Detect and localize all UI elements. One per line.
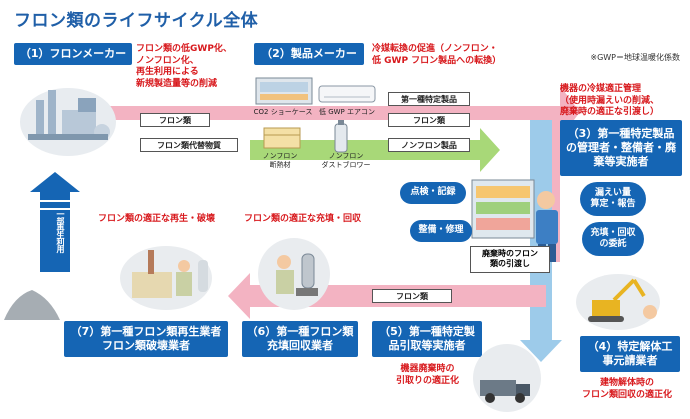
note-7-line-2: フロン類回収の適正化 — [582, 389, 673, 400]
recovery-worker-illustration — [258, 238, 330, 310]
products-panel: CO2 ショーケース 低 GWP エアコン ノンフロン 断熱材 ノンフロン ダス… — [250, 68, 380, 178]
flow-recycle-band — [40, 190, 70, 272]
actor-4-box: （4）特定解体工事元請業者 — [580, 336, 680, 372]
note-3-line-1: 機器の冷媒適正管理 — [560, 84, 642, 94]
handover-label-line-1: 廃棄時のフロン — [482, 249, 538, 258]
product-label-3-line-2: 断熱材 — [269, 160, 291, 169]
actor-6-box: （6）第一種フロン類充填回収業者 — [242, 321, 358, 357]
flow-label-1: フロン類 — [140, 113, 210, 127]
flow-label-4: フロン類 — [388, 113, 470, 127]
note-6-line-2: 引取りの適正化 — [396, 375, 460, 386]
note-7-line-1: 建物解体時の — [600, 378, 655, 388]
aircon-image — [318, 85, 376, 103]
actor-2-box: （2）製品メーカー — [254, 43, 364, 65]
note-1-line-3: 再生利用による — [136, 67, 199, 78]
dust-blower-image — [334, 120, 348, 153]
flow-label-6: フロン類 — [372, 289, 452, 303]
bubble-fill-recover-line-1: 充填・回収 — [590, 227, 636, 238]
actor-5-box: （5）第一種特定製品引取等実施者 — [372, 321, 482, 357]
showcase-worker-illustration — [471, 179, 558, 262]
showcase-image — [255, 77, 313, 105]
product-label-2: 低 GWP エアコン — [318, 108, 376, 116]
note-3: 機器の冷媒適正管理 （使用時漏えいの削減、 廃棄時の適正な引渡し） — [560, 84, 659, 119]
flow-label-3: 第一種特定製品 — [388, 92, 470, 106]
flow-green — [250, 128, 500, 172]
product-label-4: ノンフロン ダストブロワー — [312, 152, 380, 170]
flow-label-5: ノンフロン製品 — [388, 138, 470, 152]
note-2-line-1: 冷媒転換の促進（ノンフロン・ — [372, 44, 498, 54]
note-2-line-2: 低 GWP フロン製品への転換） — [372, 55, 502, 66]
note-1-line-2: ノンフロン化、 — [136, 55, 199, 66]
note-1: フロン類の低GWP化、 ノンフロン化、 再生利用による 新規製造量等の削減 — [136, 44, 232, 91]
bubble-fill-recover: 充填・回収 の委託 — [582, 222, 644, 256]
bubble-leak-report-line-2: 算定・報告 — [590, 199, 636, 209]
note-2: 冷媒転換の促進（ノンフロン・ 低 GWP フロン製品への転換） — [372, 44, 501, 67]
flow-pink-top — [110, 86, 580, 138]
handover-label-line-2: 類の引渡し — [490, 259, 530, 269]
note-3-line-2: （使用時漏えいの削減、 — [560, 95, 660, 106]
product-label-4-line-1: ノンフロン — [328, 152, 364, 160]
recycle-plant-illustration — [120, 246, 212, 310]
note-6-line-1: 機器廃棄時の — [400, 364, 455, 374]
recycle-label: 一部再生利用 — [56, 210, 65, 252]
note-7: 建物解体時の フロン類回収の適正化 — [582, 378, 672, 401]
actor-1-box: （1）フロンメーカー — [14, 43, 132, 65]
product-label-3: ノンフロン 断熱材 — [250, 152, 310, 170]
actor-7-box: （7）第一種フロン類再生業者フロン類破壊業者 — [64, 321, 228, 357]
note-3-line-3: 廃棄時の適正な引渡し） — [560, 107, 660, 118]
actor-3-box: （3）第一種特定製品の管理者・整備者・廃棄等実施者 — [560, 120, 682, 176]
page-title: フロン類のライフサイクル全体 — [14, 11, 259, 31]
product-label-4-line-2: ダストブロワー — [321, 160, 371, 169]
note-6: 機器廃棄時の 引取りの適正化 — [396, 364, 459, 387]
gwp-note: ※GWP＝地球温暖化係数 — [590, 53, 680, 62]
flow-label-2: フロン類代替物質 — [140, 138, 238, 152]
bubble-inspect-record: 点検・記録 — [400, 182, 466, 204]
flow-recycle-head — [30, 172, 80, 192]
bubble-maintain-repair: 整備・修理 — [410, 220, 472, 242]
product-label-3-line-1: ノンフロン — [262, 152, 298, 160]
note-1-line-1: フロン類の低GWP化、 — [136, 44, 232, 54]
note-4: フロン類の適正な再生・破壊 — [98, 214, 216, 224]
note-5: フロン類の適正な充填・回収 — [244, 214, 362, 224]
note-1-line-4: 新規製造量等の削減 — [136, 79, 218, 90]
insulation-image — [263, 127, 301, 149]
excavator-illustration — [576, 274, 660, 330]
factory-illustration — [20, 88, 116, 156]
product-label-1: CO2 ショーケース — [253, 108, 313, 116]
bubble-fill-recover-line-2: の委託 — [599, 239, 627, 249]
truck-illustration — [473, 344, 541, 412]
bubble-leak-report-line-1: 漏えい量 — [594, 187, 631, 198]
bubble-leak-report: 漏えい量 算定・報告 — [580, 182, 646, 216]
rubble-pile — [4, 290, 60, 320]
handover-label: 廃棄時のフロン 類の引渡し — [470, 246, 550, 273]
